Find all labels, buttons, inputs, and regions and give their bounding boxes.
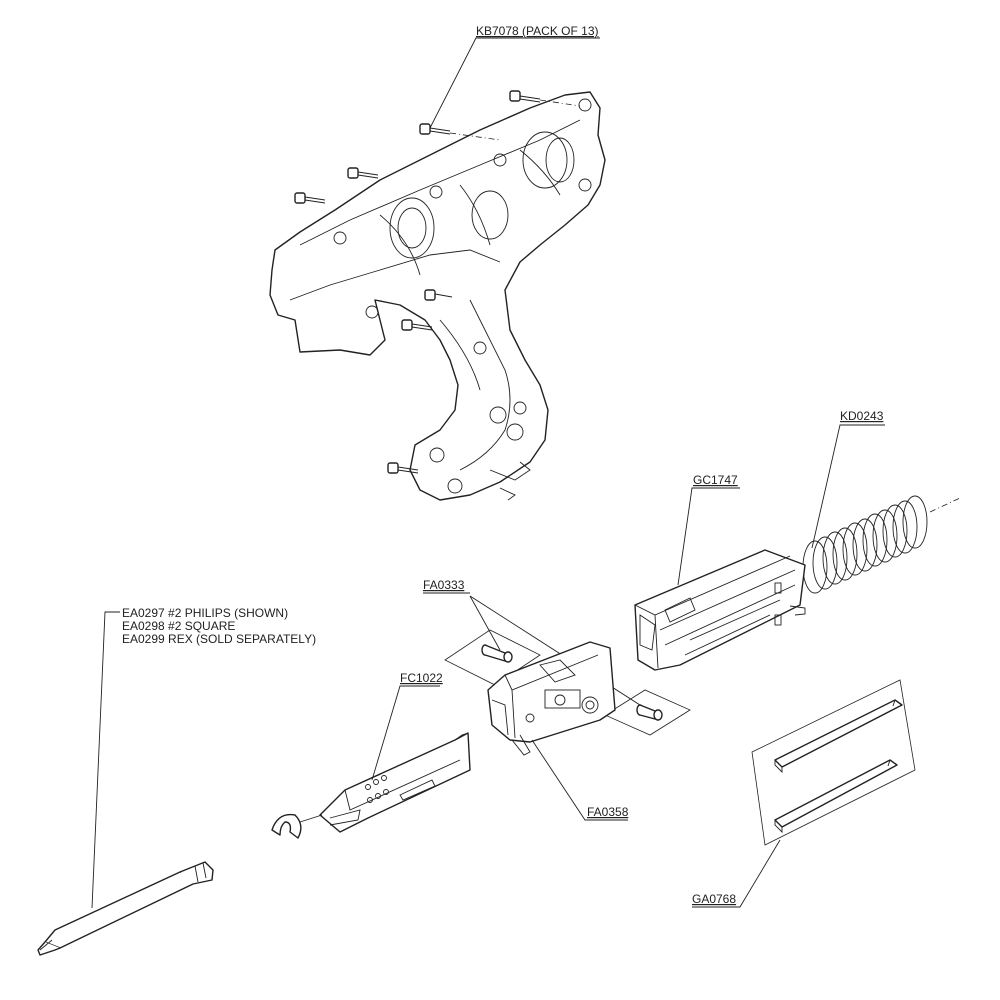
pin-set — [444, 629, 691, 736]
bit-part-line-3: EA0299 REX (SOLD SEPARATELY) — [122, 632, 316, 646]
slide-leader — [371, 685, 440, 781]
screw — [387, 462, 419, 474]
slide-part-number: FC1022 — [400, 671, 443, 685]
screw — [401, 319, 433, 331]
screw — [509, 90, 541, 103]
tool-housing — [269, 91, 606, 501]
return-spring — [802, 495, 961, 594]
rails-part-number: GA0768 — [692, 892, 736, 906]
screw — [424, 289, 453, 301]
rail-plate — [751, 679, 916, 846]
screw-set — [294, 90, 581, 474]
bit-part-line-1: EA0297 #2 PHILIPS (SHOWN) — [122, 606, 288, 620]
rail — [774, 699, 903, 774]
rail-set — [751, 679, 916, 846]
screw — [347, 167, 379, 179]
screws-leader — [429, 37, 600, 129]
rail — [774, 759, 898, 834]
guide-leader — [677, 487, 740, 586]
bit-part-line-2: EA0298 #2 SQUARE — [122, 619, 235, 633]
screw — [294, 192, 326, 204]
pin — [481, 644, 513, 663]
spring-leader — [811, 424, 885, 549]
screws-part-number: KB7078 (PACK OF 13) — [476, 24, 599, 38]
carriage-leader — [531, 739, 628, 821]
driver-bit — [37, 861, 214, 956]
screw — [419, 123, 451, 135]
guide-housing — [634, 549, 806, 671]
rails-leader — [692, 839, 781, 908]
bit-leader — [91, 611, 120, 909]
spring-part-number: KD0243 — [840, 409, 884, 423]
guide-part-number: GC1747 — [693, 473, 738, 487]
pins-part-number: FA0333 — [423, 578, 465, 592]
slide-plate — [271, 732, 471, 839]
carriage-part-number: FA0358 — [587, 805, 629, 819]
carriage-assembly — [487, 641, 616, 756]
